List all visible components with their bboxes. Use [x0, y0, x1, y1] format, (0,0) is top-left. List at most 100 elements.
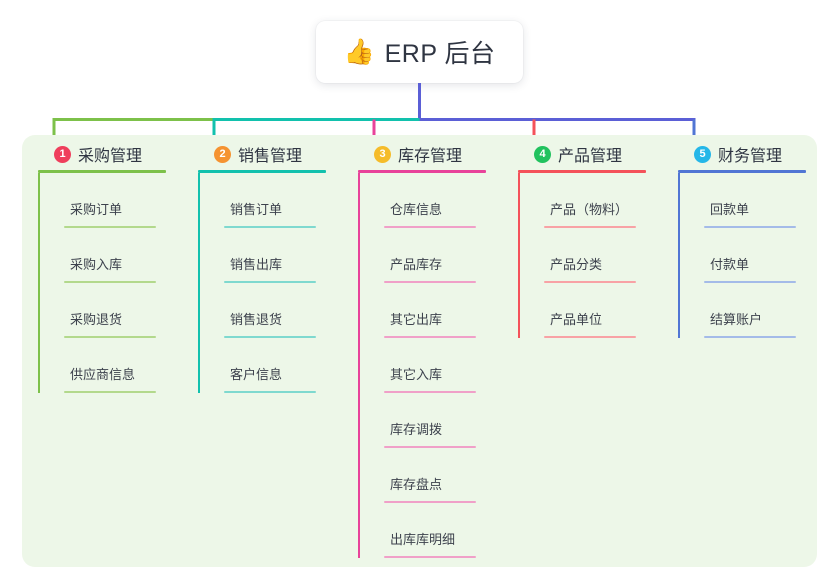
child-label: 供应商信息	[70, 367, 136, 382]
branch-child-item[interactable]: 库存调拨	[358, 393, 518, 448]
branch-child-item[interactable]: 仓库信息	[358, 173, 518, 228]
branch-stem	[358, 173, 360, 558]
branch-child-item[interactable]: 客户信息	[198, 338, 358, 393]
child-label: 销售退货	[230, 312, 283, 327]
child-label: 其它入库	[390, 367, 443, 382]
child-label: 采购订单	[70, 202, 123, 217]
root-node-title: ERP 后台	[384, 40, 496, 68]
root-node-content: 👍 ERP 后台	[343, 34, 495, 70]
child-label: 采购退货	[70, 312, 123, 327]
branch-column-4[interactable]: 4 产品管理产品（物料） 产品分类产品单位	[518, 135, 678, 338]
child-label: 销售订单	[230, 202, 283, 217]
branch-header-4[interactable]: 4 产品管理	[518, 135, 678, 173]
branch-child-item[interactable]: 采购入库	[38, 228, 198, 283]
branch-child-item[interactable]: 出库库明细	[358, 503, 518, 558]
branch-column-3[interactable]: 3 库存管理仓库信息产品库存其它出库其它入库库存调拨库存盘点出库库明细	[358, 135, 518, 558]
child-label: 结算账户	[710, 312, 763, 327]
branch-column-1[interactable]: 1 采购管理采购订单采购入库采购退货供应商信息	[38, 135, 198, 393]
branch-child-item[interactable]: 产品库存	[358, 228, 518, 283]
branch-header-3[interactable]: 3 库存管理	[358, 135, 518, 173]
branch-stem	[518, 173, 520, 338]
child-label: 库存调拨	[390, 422, 443, 437]
branches-panel	[22, 135, 817, 567]
child-underline	[64, 391, 156, 393]
child-underline	[64, 226, 156, 228]
child-label: 产品分类	[550, 257, 603, 272]
thumbs-up-icon: 👍	[343, 37, 375, 66]
child-underline	[704, 336, 796, 338]
branch-children: 回款单付款单结算账户	[678, 173, 838, 338]
branch-child-item[interactable]: 供应商信息	[38, 338, 198, 393]
branch-child-item[interactable]: 销售订单	[198, 173, 358, 228]
child-label: 库存盘点	[390, 477, 443, 492]
child-underline	[544, 226, 636, 228]
branch-child-item[interactable]: 采购退货	[38, 283, 198, 338]
child-underline	[64, 281, 156, 283]
child-label: 销售出库	[230, 257, 283, 272]
child-underline	[384, 336, 476, 338]
child-label: 仓库信息	[390, 202, 443, 217]
branch-header-5[interactable]: 5 财务管理	[678, 135, 838, 173]
branch-column-5[interactable]: 5 财务管理回款单付款单结算账户	[678, 135, 838, 338]
branch-child-item[interactable]: 其它入库	[358, 338, 518, 393]
branch-child-item[interactable]: 产品单位	[518, 283, 678, 338]
branch-child-item[interactable]: 产品分类	[518, 228, 678, 283]
child-underline	[224, 226, 316, 228]
branch-badge-icon: 1	[54, 145, 71, 163]
child-underline	[224, 336, 316, 338]
branch-child-item[interactable]: 销售出库	[198, 228, 358, 283]
branch-child-item[interactable]: 销售退货	[198, 283, 358, 338]
child-underline	[384, 281, 476, 283]
child-label: 客户信息	[230, 367, 283, 382]
child-underline	[224, 391, 316, 393]
branch-title: 采购管理	[78, 148, 143, 165]
branch-child-item[interactable]: 库存盘点	[358, 448, 518, 503]
branch-children: 销售订单销售出库销售退货客户信息	[198, 173, 358, 393]
child-underline	[704, 281, 796, 283]
child-underline	[224, 281, 316, 283]
child-label: 产品（物料）	[550, 202, 629, 217]
branch-badge-icon: 4	[534, 145, 551, 163]
branch-header-1[interactable]: 1 采购管理	[38, 135, 198, 173]
child-underline	[384, 226, 476, 228]
branch-child-item[interactable]: 付款单	[678, 228, 838, 283]
child-label: 产品单位	[550, 312, 603, 327]
branch-stem	[38, 173, 40, 393]
branch-underline	[678, 170, 806, 173]
branch-badge-icon: 3	[374, 145, 391, 163]
child-underline	[384, 446, 476, 448]
child-label: 产品库存	[390, 257, 443, 272]
branch-underline	[38, 170, 166, 173]
branch-stem	[678, 173, 680, 338]
child-label: 采购入库	[70, 257, 123, 272]
branch-badge-icon: 5	[694, 145, 711, 163]
branch-title: 产品管理	[558, 148, 623, 165]
root-node[interactable]: 👍 ERP 后台	[316, 21, 523, 83]
branch-child-item[interactable]: 结算账户	[678, 283, 838, 338]
branch-children: 仓库信息产品库存其它出库其它入库库存调拨库存盘点出库库明细	[358, 173, 518, 558]
child-underline	[384, 391, 476, 393]
branch-child-item[interactable]: 其它出库	[358, 283, 518, 338]
branch-title: 库存管理	[398, 148, 463, 165]
child-underline	[704, 226, 796, 228]
branch-child-item[interactable]: 回款单	[678, 173, 838, 228]
branch-child-item[interactable]: 产品（物料）	[518, 173, 678, 228]
child-underline	[384, 556, 476, 558]
child-underline	[544, 336, 636, 338]
branch-underline	[358, 170, 486, 173]
child-underline	[544, 281, 636, 283]
child-underline	[384, 501, 476, 503]
branch-stem	[198, 173, 200, 393]
child-label: 出库库明细	[390, 532, 456, 547]
branch-children: 产品（物料） 产品分类产品单位	[518, 173, 678, 338]
branch-children: 采购订单采购入库采购退货供应商信息	[38, 173, 198, 393]
child-underline	[64, 336, 156, 338]
child-label: 其它出库	[390, 312, 443, 327]
branch-child-item[interactable]: 采购订单	[38, 173, 198, 228]
branch-title: 销售管理	[238, 148, 303, 165]
branch-title: 财务管理	[718, 148, 783, 165]
